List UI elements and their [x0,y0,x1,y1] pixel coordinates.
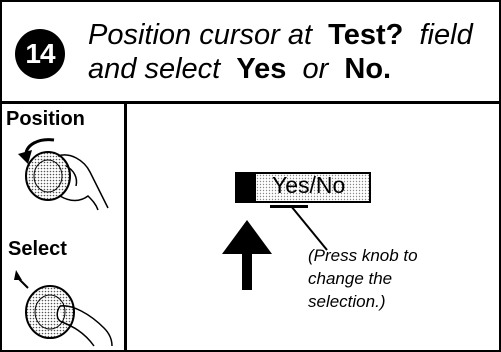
option-no: No. [344,53,392,85]
display-illustration: Yes/No (Press knob to change the selecti… [127,104,499,350]
press-knob-hand-icon [14,270,113,347]
up-arrow-icon [222,220,272,290]
option-yes: Yes [236,53,287,85]
field-value: Yes/No [272,172,346,198]
cursor-block [235,172,254,203]
field-name: Test? [328,19,404,51]
instruction-text: and select [88,53,221,85]
turn-knob-hand-icon [18,138,109,211]
position-label: Position [6,108,85,130]
field-shading [256,174,369,201]
knob-sidebar: Position Select [2,104,127,350]
note-line: (Press knob to [308,246,418,265]
step-number-badge: 14 [15,29,65,79]
instruction-line-2: and select Yes or No. [88,52,473,86]
step-instruction: Position cursor at Test? field and selec… [88,18,473,86]
instruction-line-1: Position cursor at Test? field [88,18,473,52]
press-knob-note: (Press knob to change the selection.) [308,244,418,313]
note-line: selection.) [308,292,386,311]
note-line: change the [308,269,393,288]
instruction-text: Position cursor at [88,19,313,51]
step-header: 14 Position cursor at Test? field and se… [2,2,499,104]
instruction-text: field [419,19,473,51]
instruction-text: or [302,53,329,85]
field-box [254,172,371,203]
select-label: Select [8,238,67,260]
leader-line [290,205,328,251]
selection-underline [270,205,308,208]
